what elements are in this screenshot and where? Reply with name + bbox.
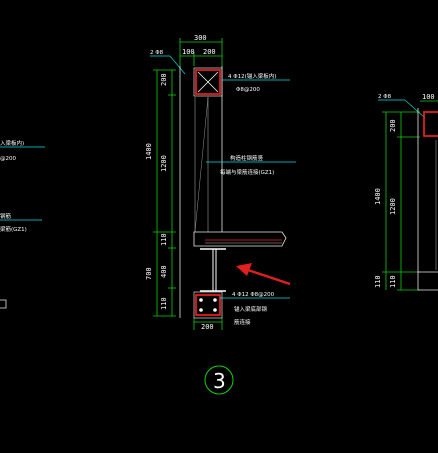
dim-top-100: 100 bbox=[182, 48, 195, 56]
dim-left-400: 400 bbox=[160, 265, 168, 278]
dim-right-200: 200 bbox=[389, 119, 397, 132]
red-arrow-annotation bbox=[236, 263, 291, 286]
dim-left-200: 200 bbox=[160, 73, 168, 86]
steel-i-section bbox=[200, 248, 226, 292]
label-2d8-main: 2 Φ8 bbox=[150, 50, 164, 56]
dim-right-100: 100 bbox=[422, 93, 435, 101]
dim-right-1400: 1400 bbox=[374, 188, 382, 205]
dim-bottom-200: 200 bbox=[201, 323, 214, 331]
top-rebar-box bbox=[195, 69, 221, 95]
note-top-1: 4 Φ12(锚入梁板内) bbox=[228, 72, 276, 80]
beam-slab bbox=[193, 231, 287, 247]
right-fragment: 2 Φ8 100 200 1400 1200 110 110 bbox=[374, 93, 438, 291]
note-top-2: Φ8@200 bbox=[236, 87, 260, 93]
dim-left-110-bottom: 110 bbox=[160, 297, 168, 310]
left-note-3: 钢筋 bbox=[0, 212, 12, 220]
section-label: 3 bbox=[213, 369, 226, 393]
note-mid-1: 构造柱钢筋竖 bbox=[230, 154, 264, 162]
right-rebar-box bbox=[423, 111, 438, 137]
left-fragment: 入梁板内) @200 钢筋 梁筋(GZ1) bbox=[0, 139, 45, 309]
dim-top-200: 200 bbox=[203, 48, 216, 56]
left-note-1: 入梁板内) bbox=[0, 139, 24, 147]
left-note-2: @200 bbox=[0, 156, 16, 162]
dim-left-700: 700 bbox=[145, 267, 153, 280]
dim-right-110-inner: 110 bbox=[389, 275, 397, 288]
main-detail: 300 100 200 2 Φ8 200 1400 1200 110 700 4… bbox=[145, 34, 296, 331]
dim-right-1200: 1200 bbox=[389, 198, 397, 215]
dim-left-1200: 1200 bbox=[160, 155, 168, 172]
dim-right-110-outer: 110 bbox=[374, 275, 382, 288]
note-bot-3: 筋连接 bbox=[234, 318, 251, 326]
note-mid-2: 每端与梁筋连接(GZ1) bbox=[220, 168, 274, 176]
dim-left-110-top: 110 bbox=[160, 233, 168, 246]
label-2d8-right: 2 Φ8 bbox=[378, 94, 392, 100]
note-bot-1: 4 Φ12 Φ8@200 bbox=[232, 292, 275, 298]
dim-top-300: 300 bbox=[194, 34, 207, 42]
section-circle bbox=[204, 365, 234, 395]
section-marker[interactable]: 3 bbox=[204, 365, 234, 395]
bottom-rebar-box bbox=[195, 294, 221, 316]
left-break-symbol bbox=[0, 299, 7, 309]
note-bot-2: 锚入梁底部钢 bbox=[234, 305, 268, 313]
left-note-4: 梁筋(GZ1) bbox=[0, 225, 27, 233]
dim-left-1400: 1400 bbox=[145, 143, 153, 160]
